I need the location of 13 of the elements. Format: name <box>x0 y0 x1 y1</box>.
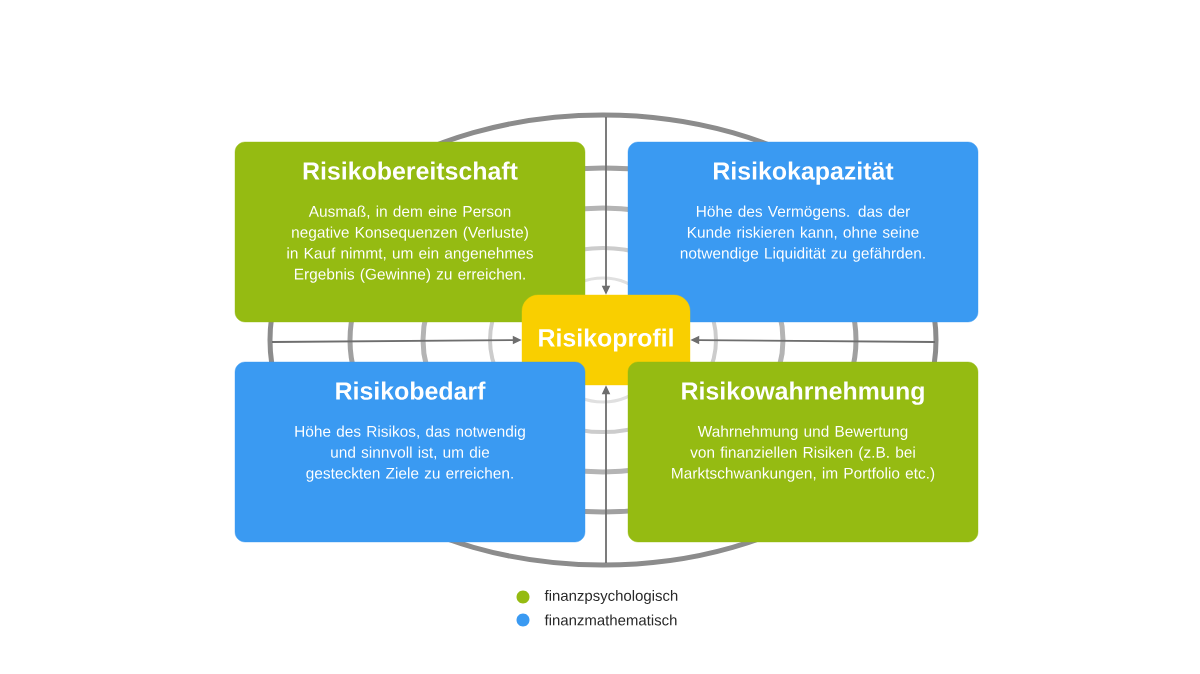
box-text: Höhe des Risikos, das notwendig und sinnvoll ist, um die gesteckten Ziele zu erreichen. <box>295 425 525 482</box>
box-text: Wahrnehmung und Bewertung von finanziellen Risiken (z.B. bei Marktschwankungen, im Portfolio etc.) <box>672 425 935 482</box>
category-box <box>627 361 979 543</box>
box-text: Höhe des Vermögens. das der Kunde riskieren kann, ohne seine notwendige Liquidität zu gefährden. <box>680 205 925 262</box>
box-heading: Risikobereitschaft <box>303 161 518 180</box>
legend-label: finanzmathematisch <box>544 614 677 626</box>
category-box <box>627 141 979 323</box>
box-heading: Risikobedarf <box>336 381 486 400</box>
category-box <box>234 141 586 323</box>
box-text: Ausmaß, in dem eine Person negative Konsequenzen (Verluste) in Kauf nimmt, um ein angenehmes Ergebnis (Gewinne) zu erreichen. <box>287 205 533 283</box>
category-box <box>234 361 586 543</box>
legend-label: finanzpsychologisch <box>544 590 678 604</box>
box-heading: Risikokapazität <box>714 161 894 185</box>
